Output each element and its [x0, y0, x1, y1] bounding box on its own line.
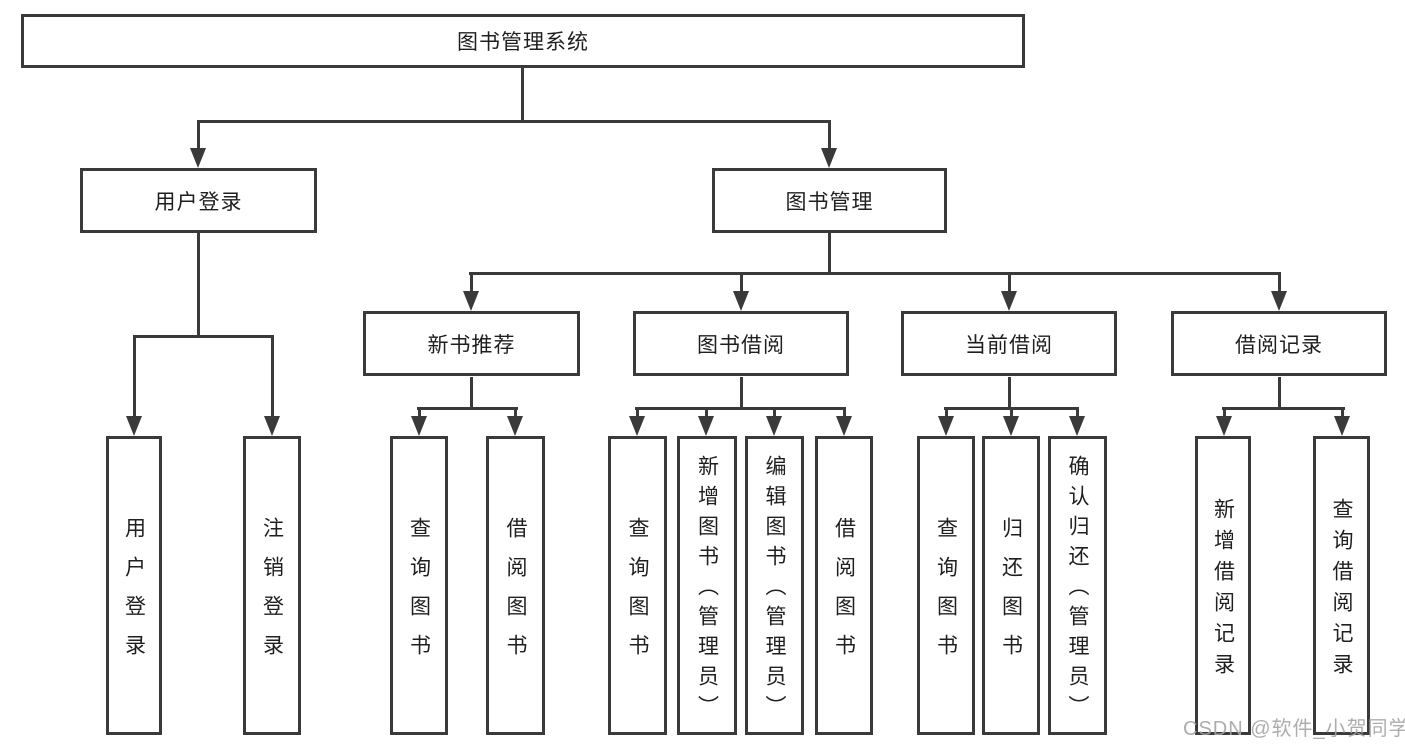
leaf-label: 编辑图书（管理员）: [763, 455, 786, 725]
connector-hline: [1222, 407, 1345, 410]
connector-arrow-shaft: [843, 407, 846, 416]
leaf-query-books-recommend: 查询图书: [390, 436, 448, 735]
leaf-label: 确认归还（管理员）: [1066, 455, 1089, 725]
leaf-label: 借阅图书: [504, 516, 527, 673]
connector-arrow-shaft: [773, 407, 776, 416]
connector-arrowhead: [766, 416, 782, 436]
connector-arrow-shaft: [828, 120, 831, 149]
leaf-label: 查询图书: [407, 516, 431, 673]
connector-arrow-shaft: [1010, 407, 1013, 416]
connector-arrow-shaft: [636, 407, 639, 416]
connector-arrow-shaft: [197, 120, 200, 149]
leaf-label: 查询图书: [626, 516, 649, 673]
connector-arrow-shaft: [1076, 407, 1079, 416]
leaf-query-books-current: 查询图书: [917, 436, 975, 735]
connector-arrow-shaft: [1278, 272, 1281, 291]
connector-vline: [521, 68, 524, 120]
connector-arrowhead: [1216, 416, 1232, 436]
connector-arrowhead: [264, 416, 280, 436]
connector-vline: [1008, 377, 1011, 407]
leaf-return-book: 归还图书: [982, 436, 1040, 735]
connector-arrowhead: [1069, 416, 1085, 436]
connector-arrowhead: [1334, 416, 1350, 436]
leaf-logout: 注销登录: [243, 436, 301, 735]
connector-arrowhead: [1001, 291, 1017, 311]
connector-arrowhead: [938, 416, 954, 436]
leaf-confirm-return-admin: 确认归还（管理员）: [1048, 436, 1107, 735]
csdn-watermark: CSDN @软件_小贺同学: [1183, 718, 1405, 740]
node-label: 图书借阅: [697, 333, 785, 357]
leaf-label: 借阅图书: [832, 516, 856, 673]
node-library-management-system: 图书管理系统: [21, 14, 1025, 68]
leaf-label: 查询借阅记录: [1330, 497, 1353, 684]
leaf-label: 新增借阅记录: [1211, 497, 1235, 684]
connector-arrowhead: [821, 148, 837, 168]
connector-vline: [740, 377, 743, 407]
connector-arrow-shaft: [705, 407, 708, 416]
leaf-borrow-books-borrowing: 借阅图书: [815, 436, 873, 735]
node-borrowing-records: 借阅记录: [1171, 311, 1387, 376]
leaf-label: 新增图书（管理员）: [695, 455, 719, 725]
node-label: 当前借阅: [965, 333, 1053, 357]
connector-hline: [469, 272, 1281, 275]
node-book-management: 图书管理: [712, 168, 947, 233]
connector-arrow-shaft: [1341, 407, 1344, 416]
connector-arrowhead: [1003, 416, 1019, 436]
connector-vline: [1278, 377, 1281, 407]
connector-hline: [133, 335, 274, 338]
connector-arrow-shaft: [1223, 407, 1226, 416]
connector-arrowhead: [836, 416, 852, 436]
node-label: 图书管理系统: [457, 31, 589, 54]
connector-arrowhead: [190, 148, 206, 168]
connector-arrow-shaft: [470, 272, 473, 291]
leaf-user-login: 用户登录: [106, 436, 162, 735]
connector-arrow-shaft: [945, 407, 948, 416]
connector-hline: [197, 120, 831, 123]
leaf-add-borrow-record: 新增借阅记录: [1195, 436, 1251, 735]
connector-arrowhead: [629, 416, 645, 436]
connector-arrowhead: [463, 291, 479, 311]
connector-arrow-shaft: [514, 407, 517, 416]
node-label: 图书管理: [785, 190, 874, 214]
leaf-add-book-admin: 新增图书（管理员）: [677, 436, 737, 735]
connector-arrowhead: [1271, 291, 1287, 311]
connector-arrowhead: [507, 416, 523, 436]
connector-arrow-shaft: [418, 407, 421, 416]
node-current-borrowing: 当前借阅: [901, 311, 1117, 376]
connector-vline: [828, 233, 831, 272]
connector-arrow-shaft: [133, 335, 136, 416]
node-new-book-recommendation: 新书推荐: [363, 311, 580, 376]
leaf-query-books-borrowing: 查询图书: [608, 436, 667, 735]
node-user-login: 用户登录: [80, 168, 317, 233]
node-label: 用户登录: [154, 190, 243, 214]
connector-arrowhead: [126, 416, 142, 436]
leaf-edit-book-admin: 编辑图书（管理员）: [745, 436, 804, 735]
leaf-label: 查询图书: [934, 516, 958, 673]
connector-arrowhead: [411, 416, 427, 436]
connector-arrow-shaft: [740, 272, 743, 291]
connector-arrowhead: [733, 291, 749, 311]
connector-arrowhead: [698, 416, 714, 436]
connector-hline: [417, 407, 518, 410]
node-book-borrowing: 图书借阅: [633, 311, 849, 376]
node-label: 借阅记录: [1235, 333, 1323, 357]
leaf-label: 归还图书: [999, 516, 1023, 673]
node-label: 新书推荐: [427, 333, 516, 357]
connector-vline: [470, 377, 473, 407]
connector-arrow-shaft: [271, 335, 274, 416]
connector-hline: [635, 407, 846, 410]
connector-vline: [197, 233, 200, 335]
leaf-query-borrow-record: 查询借阅记录: [1313, 436, 1370, 735]
connector-arrow-shaft: [1008, 272, 1011, 291]
leaf-label: 用户登录: [122, 516, 146, 673]
leaf-borrow-books-recommend: 借阅图书: [486, 436, 545, 735]
leaf-label: 注销登录: [260, 516, 284, 673]
